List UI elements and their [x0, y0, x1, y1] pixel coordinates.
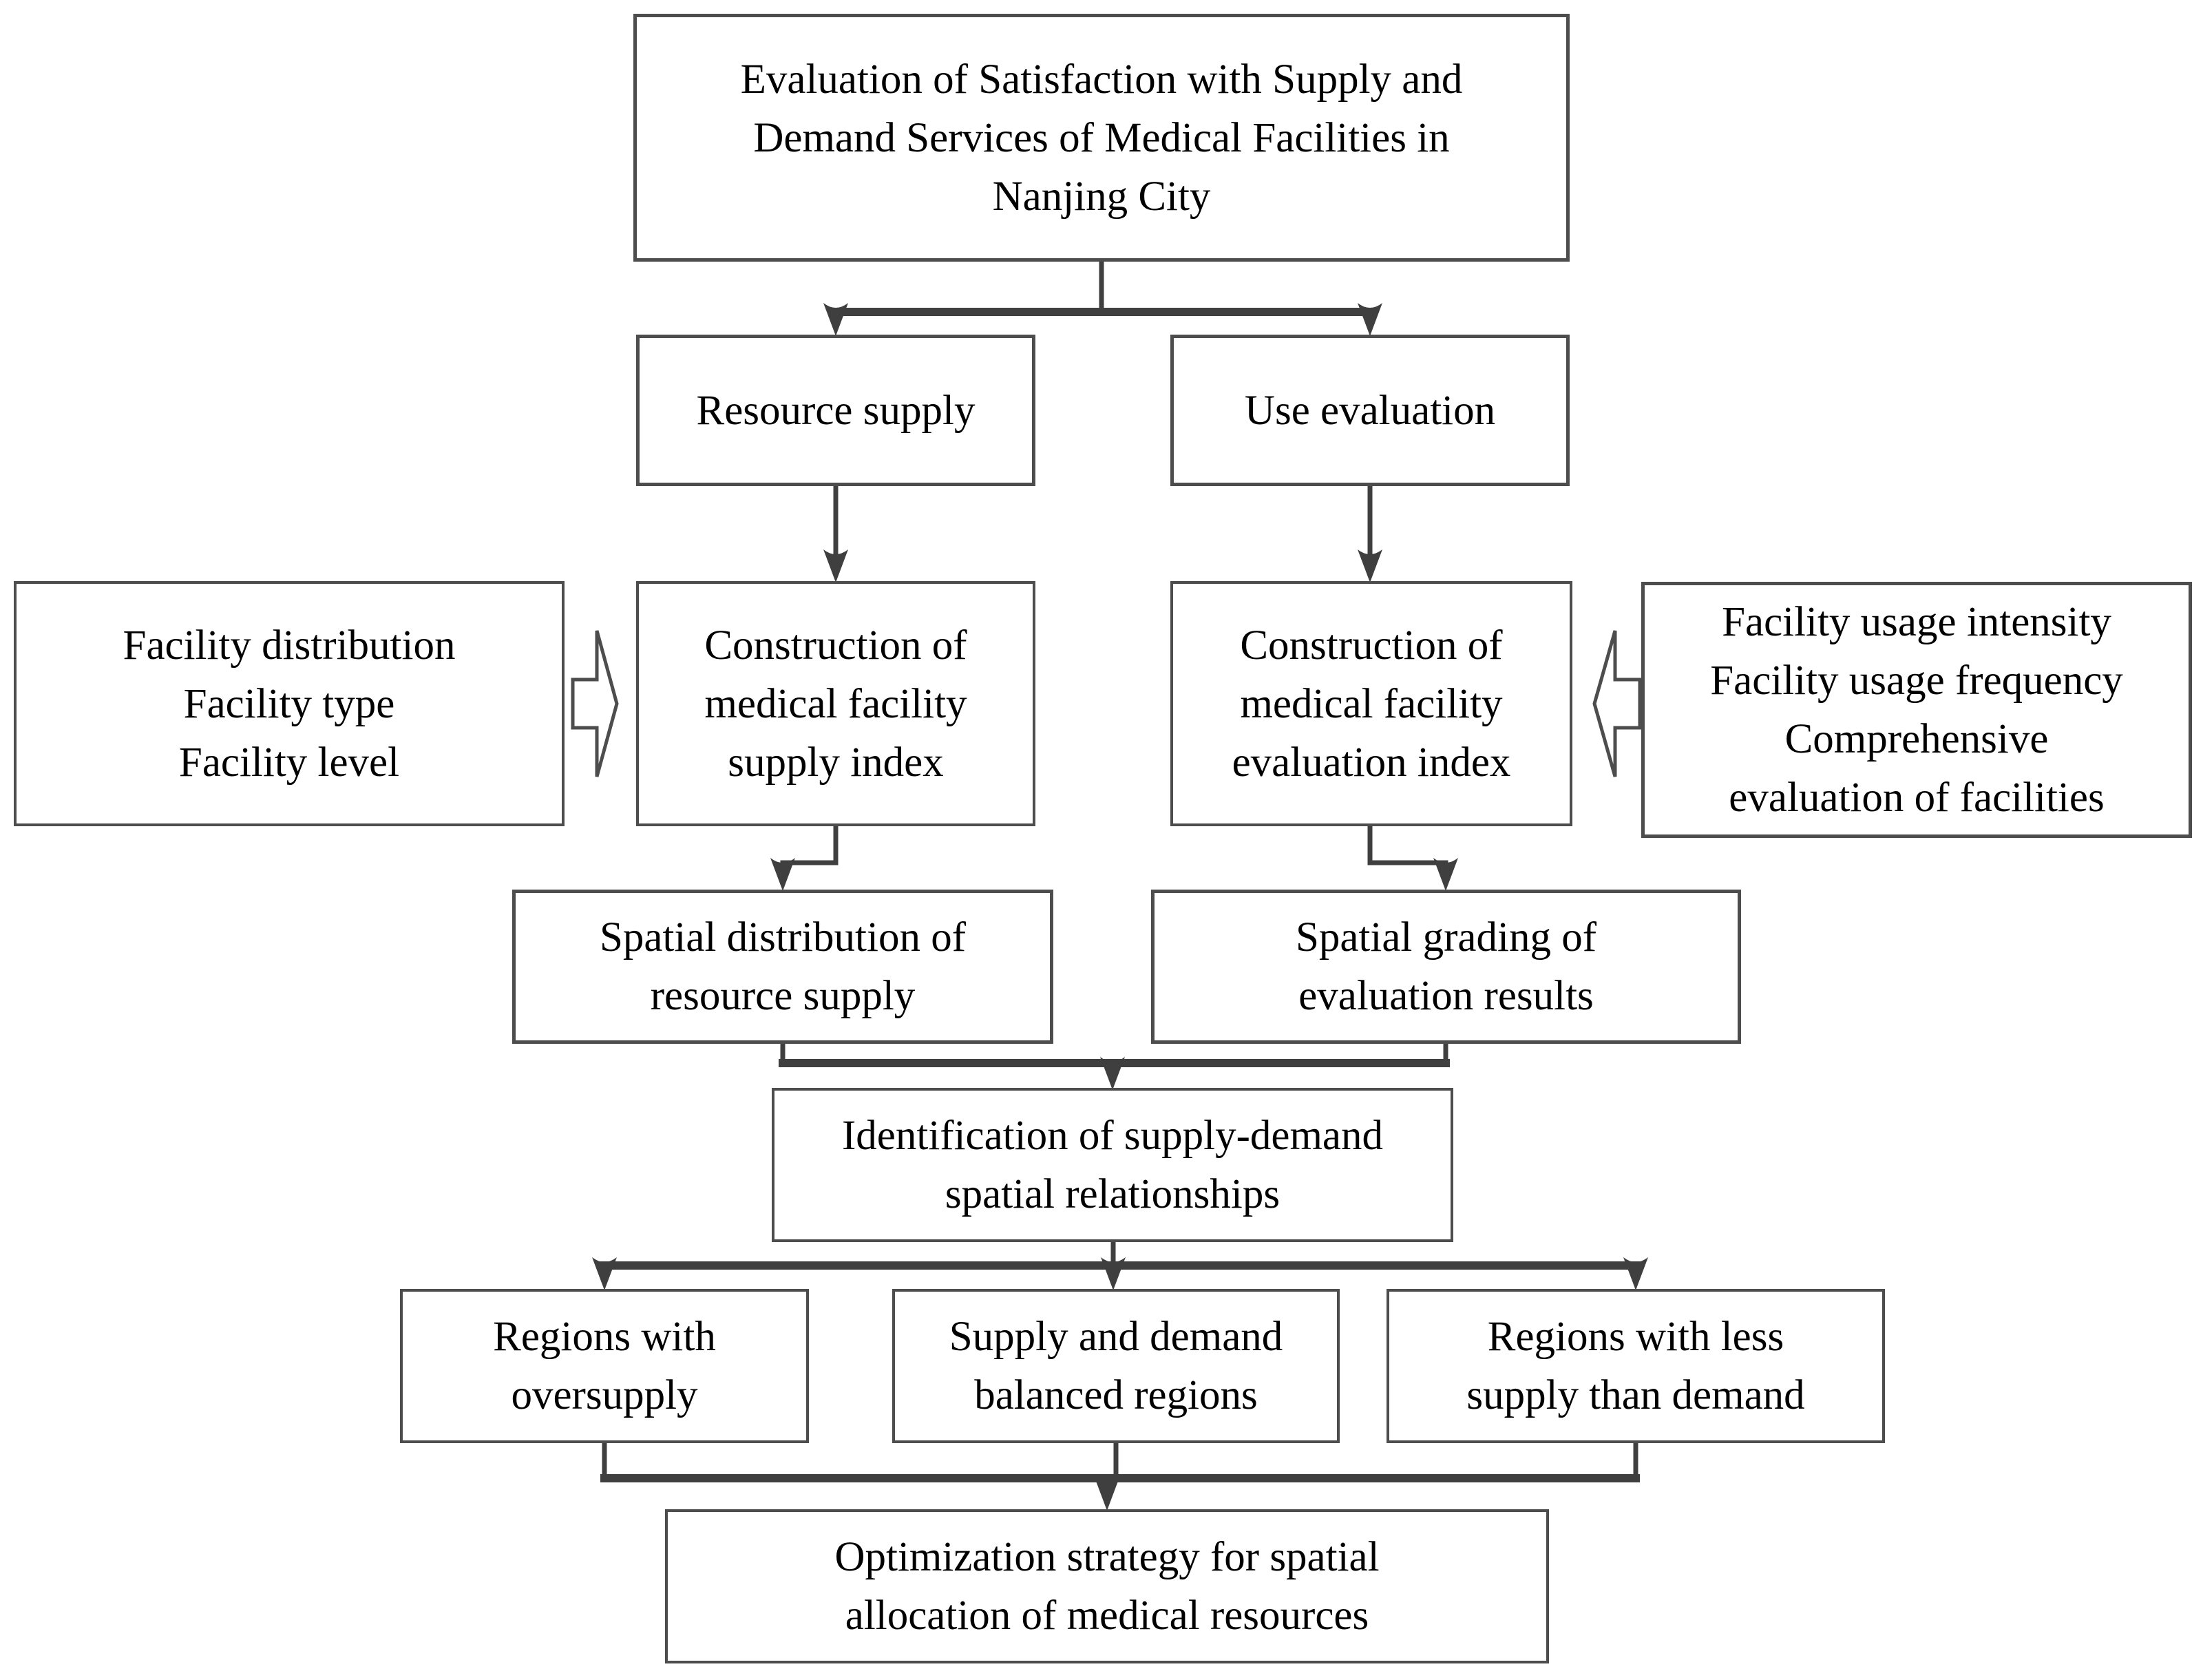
- arrowhead-into-resource: [823, 303, 848, 336]
- node-text-line: Use evaluation: [1244, 387, 1496, 434]
- arrowhead-into-useeval: [1358, 303, 1382, 336]
- arrowhead-into-balanced: [1101, 1257, 1126, 1290]
- node-balanced: Supply and demand balanced regions: [892, 1289, 1340, 1443]
- node-text-line: evaluation results: [1298, 973, 1594, 1019]
- node-text-line: Facility usage frequency: [1710, 658, 2123, 704]
- arrowhead-into-oversupply: [592, 1257, 617, 1290]
- node-use-evaluation: Use evaluation: [1170, 335, 1570, 486]
- node-text-line: supply than demand: [1466, 1372, 1805, 1418]
- node-text-line: evaluation index: [1232, 739, 1511, 786]
- node-text-line: Construction of: [1240, 622, 1503, 669]
- arrowhead-into-spatialgrade: [1433, 858, 1458, 891]
- node-text-line: Spatial grading of: [1295, 914, 1597, 960]
- node-title: Evaluation of Satisfaction with Supply a…: [633, 14, 1570, 262]
- node-text-line: Spatial distribution of: [599, 914, 967, 960]
- node-text-line: Optimization strategy for spatial: [834, 1534, 1380, 1580]
- node-text-line: Resource supply: [696, 387, 976, 434]
- node-text-line: Comprehensive: [1784, 716, 2049, 762]
- block-arrow-right-icon: [571, 630, 619, 777]
- node-text-line: balanced regions: [974, 1372, 1258, 1418]
- node-text-line: Demand Services of Medical Facilities in: [753, 114, 1450, 161]
- node-spatial-grading: Spatial grading of evaluation results: [1151, 890, 1741, 1044]
- arrowhead-into-supplyindex: [823, 549, 848, 582]
- node-text-line: Regions with less: [1487, 1314, 1784, 1360]
- node-supply-index: Construction of medical facility supply in…: [636, 581, 1035, 826]
- arrowhead-into-spatialdist: [770, 858, 795, 891]
- node-text-line: evaluation of facilities: [1729, 775, 2105, 821]
- node-text-line: Facility distribution: [123, 622, 456, 669]
- node-text-line: medical facility: [1240, 680, 1503, 727]
- node-text-line: Construction of: [704, 622, 967, 669]
- arrowhead-into-undersupply: [1623, 1257, 1648, 1290]
- block-arrow-left-icon: [1592, 630, 1642, 777]
- node-text-line: Regions with: [493, 1314, 716, 1360]
- node-text-line: Supply and demand: [949, 1314, 1283, 1360]
- node-text-line: Identification of supply-demand: [841, 1113, 1383, 1159]
- node-resource-supply: Resource supply: [636, 335, 1035, 486]
- node-undersupply: Regions with less supply than demand: [1387, 1289, 1885, 1443]
- node-spatial-distribution: Spatial distribution of resource supply: [512, 890, 1053, 1044]
- node-evaluation-index: Construction of medical facility evaluatio…: [1170, 581, 1572, 826]
- arrowhead-into-optimization: [1095, 1478, 1119, 1511]
- node-oversupply: Regions with oversupply: [400, 1289, 809, 1443]
- node-text-line: Facility type: [183, 680, 395, 727]
- node-text-line: oversupply: [511, 1372, 698, 1418]
- node-text-line: allocation of medical resources: [845, 1593, 1369, 1639]
- node-text-line: spatial relationships: [945, 1171, 1280, 1217]
- node-identification: Identification of supply-demand spatial r…: [772, 1088, 1453, 1242]
- node-text-line: supply index: [728, 739, 944, 786]
- node-optimization: Optimization strategy for spatial allocat…: [665, 1509, 1549, 1663]
- arrowhead-into-identification: [1100, 1057, 1125, 1090]
- connector-evalindex-to-spatialgrade: [1367, 826, 1448, 868]
- arrowhead-into-evalindex: [1358, 549, 1382, 582]
- node-text-line: Nanjing City: [992, 173, 1211, 220]
- node-text-line: Evaluation of Satisfaction with Supply a…: [740, 56, 1463, 103]
- node-text-line: medical facility: [704, 680, 967, 727]
- node-text-line: Facility usage intensity: [1722, 599, 2111, 645]
- node-text-line: resource supply: [650, 973, 916, 1019]
- node-text-line: Facility level: [178, 739, 400, 786]
